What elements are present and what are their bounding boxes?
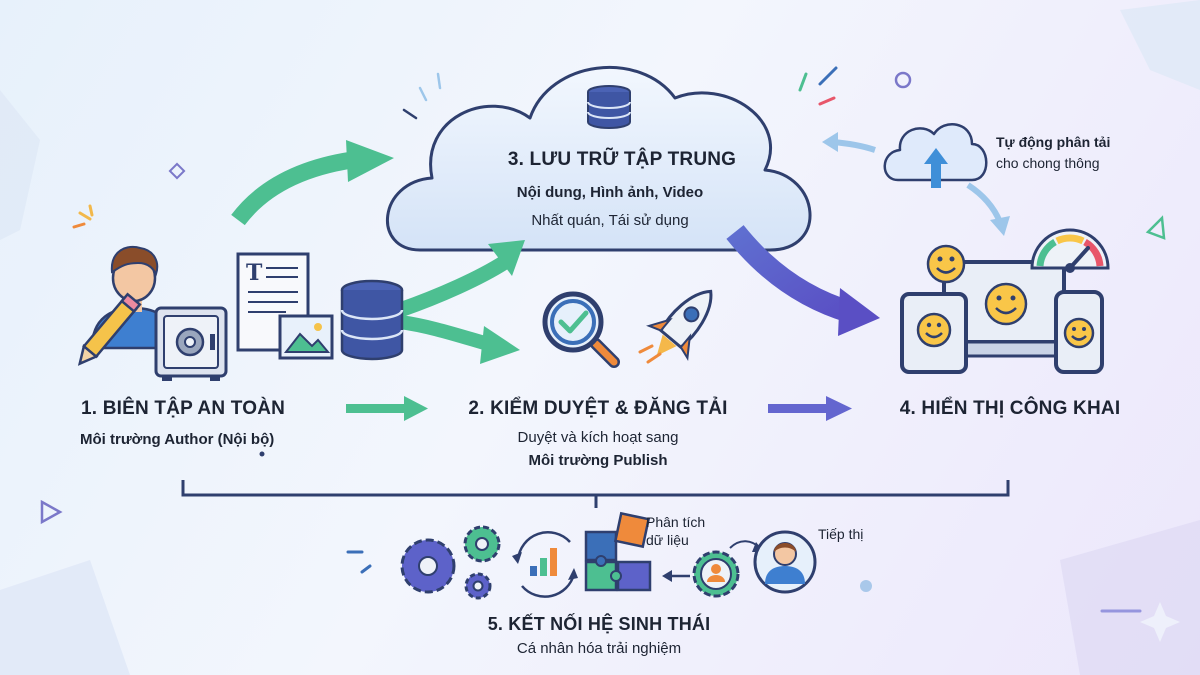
database-icon: [587, 85, 631, 129]
step5-title: 5. KẾT NỐI HỆ SINH THÁI: [487, 614, 711, 634]
bar-chart-icon: [512, 531, 578, 598]
ecosystem-bracket: [181, 480, 1010, 508]
upload-cloud-icon: [883, 123, 988, 188]
autoscale-line2: cho chong thông: [996, 155, 1100, 171]
arrow-author-to-cloud: [231, 140, 394, 226]
safe-icon: [154, 306, 228, 381]
step3-line1: Nội dung, Hình ảnh, Video: [516, 184, 704, 201]
marketing-label: Tiếp thị: [818, 526, 864, 542]
image-icon: [278, 314, 334, 360]
arrow-db-to-review: [399, 315, 520, 364]
svg-text:T: T: [246, 260, 263, 286]
step4-title: 4. HIỂN THỊ CÔNG KHAI: [899, 398, 1121, 419]
database-icon: [340, 279, 404, 361]
analytics-line2: dữ liệu: [646, 532, 689, 548]
arrow-db-to-cloud: [397, 240, 525, 318]
rocket-icon: [646, 289, 713, 361]
puzzle-icon: [584, 511, 652, 592]
analytics-line1: Phân tích: [646, 514, 706, 530]
arrow-step1-to-step2: [346, 396, 428, 421]
gauge-icon: [1030, 228, 1110, 273]
search-check-icon: [542, 291, 620, 368]
step1-subtitle: Môi trường Author (Nội bộ): [80, 431, 275, 448]
step3-title: 3. LƯU TRỮ TẬP TRUNG: [507, 149, 737, 170]
gears-icon: [400, 525, 501, 600]
step5-subtitle: Cá nhân hóa trải nghiệm: [516, 640, 682, 657]
arrow-cloud-to-display: [726, 225, 880, 336]
document-icon: T: [236, 252, 310, 352]
arrow-autoscale: [822, 132, 1010, 236]
step2-line1: Duyệt và kích hoạt sang: [517, 429, 679, 446]
cloud-icon: [386, 66, 812, 252]
user-gear-icon: [662, 540, 764, 598]
marketer-icon: [753, 530, 817, 594]
step3-line2: Nhất quán, Tái sử dụng: [531, 212, 689, 229]
step2-line2: Môi trường Publish: [528, 452, 668, 469]
step2-title: 2. KIỂM DUYỆT & ĐĂNG TẢI: [468, 398, 728, 419]
smiley-icon: [916, 244, 1095, 349]
step1-title: 1. BIÊN TẬP AN TOÀN: [81, 398, 286, 419]
arrow-step2-to-step4: [768, 396, 852, 421]
autoscale-line1: Tự động phân tải: [996, 134, 1111, 150]
